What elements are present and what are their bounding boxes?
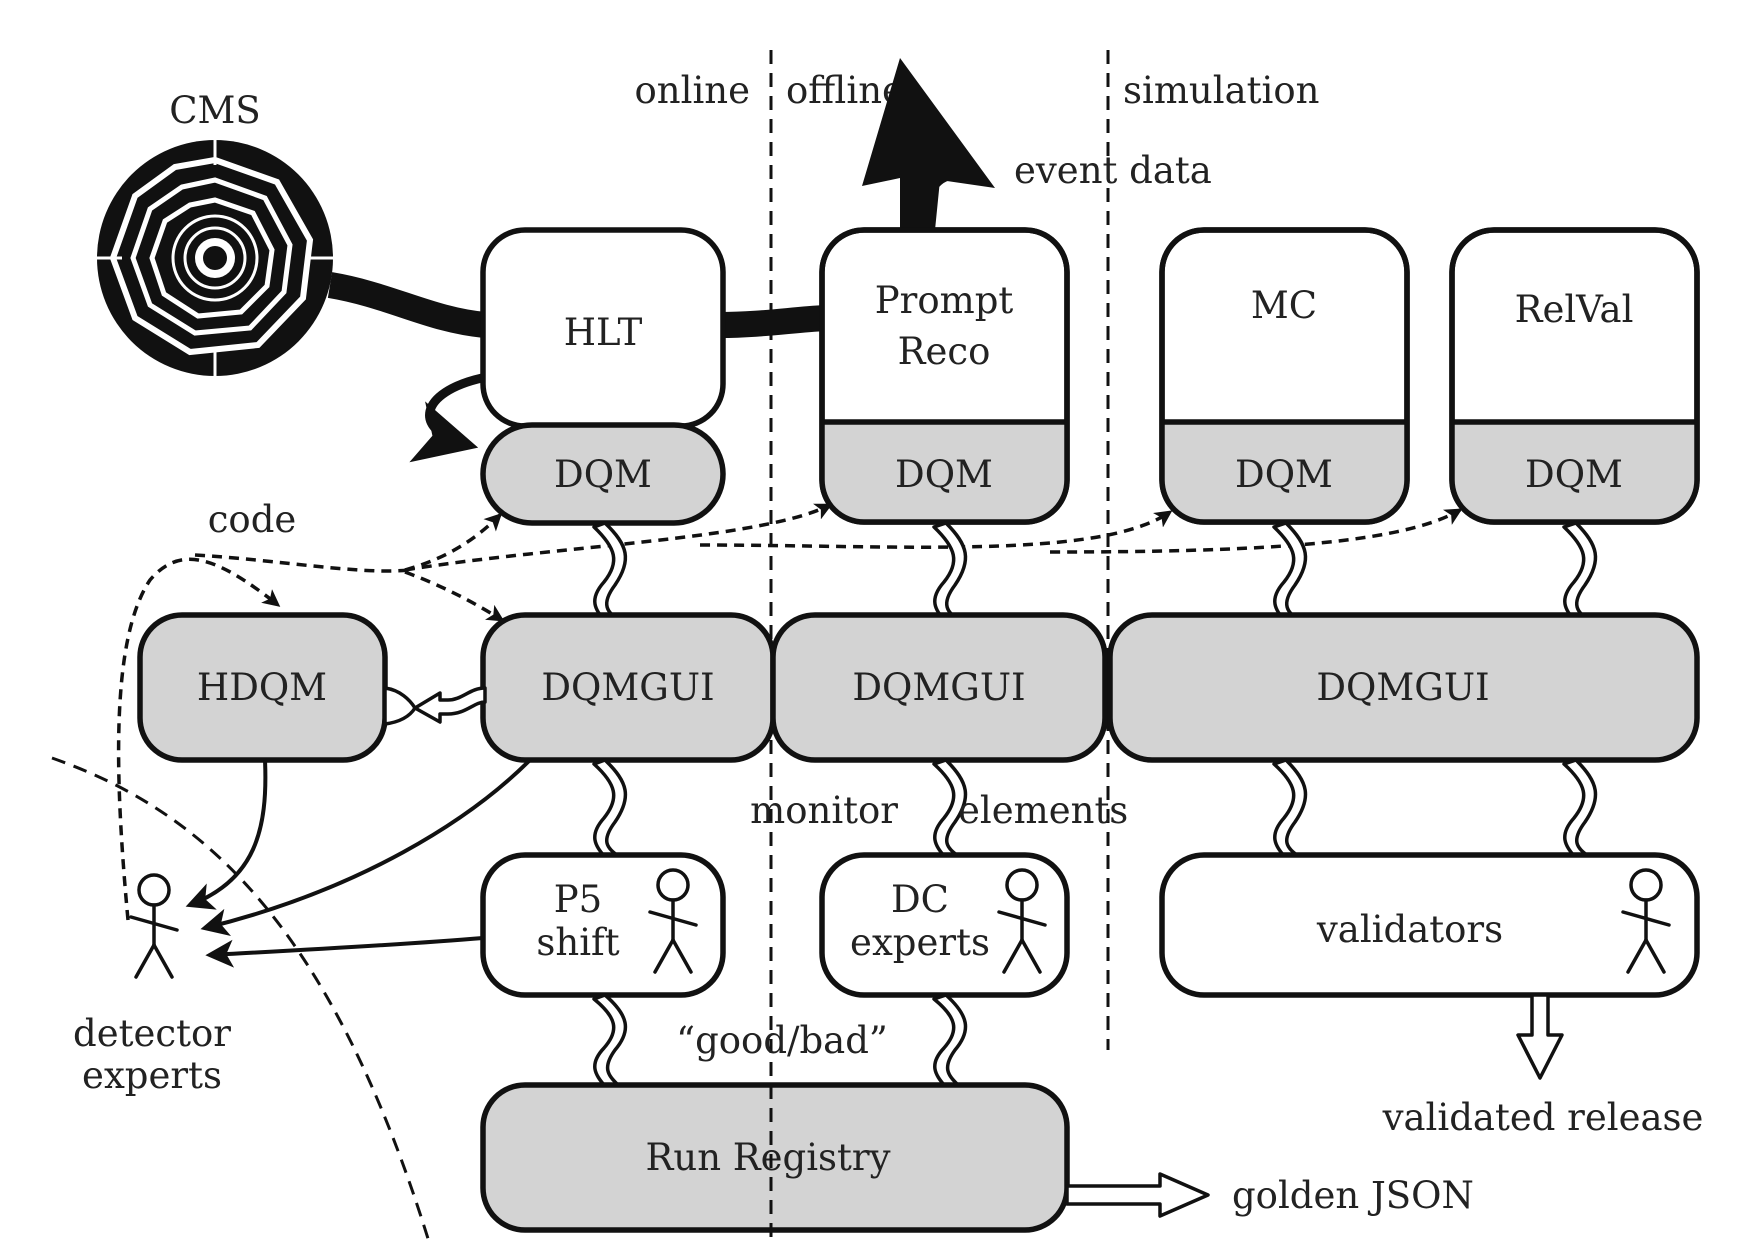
elements-label: elements <box>958 789 1128 832</box>
to-detector-experts-arrows <box>185 758 532 968</box>
validators-person-icon <box>1621 868 1671 974</box>
prompt-reco-label-line2: Reco <box>898 330 991 373</box>
dc-experts-label-line2: experts <box>850 921 990 964</box>
mc-box <box>1159 227 1410 525</box>
hlt-dqm-label: DQM <box>554 453 652 496</box>
p5-shift-label-line1: P5 <box>554 878 602 921</box>
dqmgui-offline-label: DQMGUI <box>852 666 1025 709</box>
p5-shift-label-line2: shift <box>536 921 619 964</box>
detector-experts-person-icon <box>129 873 179 979</box>
dc-experts-person-icon <box>997 868 1047 974</box>
dqmgui-to-hdqm-arrow <box>383 686 487 726</box>
validators-box <box>1159 852 1700 998</box>
hlt-label: HLT <box>564 311 643 354</box>
dc-experts-label-line1: DC <box>891 878 949 921</box>
cms-label: CMS <box>169 89 261 132</box>
hdqm-label: HDQM <box>197 666 327 709</box>
dqmgui-simulation-box <box>1107 612 1700 763</box>
dqmgui-online-label: DQMGUI <box>541 666 714 709</box>
relval-label: RelVal <box>1515 288 1634 331</box>
relval-dqm-label: DQM <box>1525 453 1623 496</box>
good-bad-label: “good/bad” <box>676 1019 888 1062</box>
region-online-label: online <box>635 69 751 112</box>
dqmgui-simulation-label: DQMGUI <box>1316 666 1489 709</box>
dqmgui-offline-box <box>770 612 1108 763</box>
detector-experts-boundary <box>51 756 432 1246</box>
relval-box <box>1449 227 1700 525</box>
golden-json-arrow <box>1065 1172 1210 1218</box>
mc-label: MC <box>1251 284 1317 327</box>
cms-detector-icon <box>97 140 333 376</box>
event-data-arrow-head <box>862 58 995 230</box>
cms-to-hlt-flow <box>327 272 487 338</box>
run-registry-label: Run Registry <box>646 1136 891 1179</box>
region-simulation-label: simulation <box>1123 69 1319 112</box>
run-registry-box <box>480 1082 1070 1233</box>
detector-experts-label-line2: experts <box>82 1054 222 1097</box>
code-label: code <box>208 498 297 541</box>
dqm-to-dqmgui-arrows <box>592 521 1598 622</box>
p5-shift-person-icon <box>648 868 698 974</box>
mc-dqm-label: DQM <box>1235 453 1333 496</box>
validators-label: validators <box>1316 908 1503 951</box>
prompt-reco-box <box>819 227 1070 525</box>
monitor-label: monitor <box>750 789 898 832</box>
hlt-to-dqm-loop <box>409 373 483 463</box>
validated-release-arrow <box>1516 993 1564 1080</box>
validated-release-label: validated release <box>1382 1096 1704 1139</box>
event-data-label: event data <box>1014 149 1212 192</box>
hlt-to-prompt-reco-flow <box>719 305 826 338</box>
region-offline-label: offline <box>786 69 904 112</box>
detector-experts-label-line1: detector <box>73 1012 231 1055</box>
code-distribution-arrows <box>116 503 1463 921</box>
prompt-reco-label-line1: Prompt <box>875 279 1014 322</box>
golden-json-label: golden JSON <box>1232 1174 1474 1217</box>
prompt-reco-dqm-label: DQM <box>895 453 993 496</box>
